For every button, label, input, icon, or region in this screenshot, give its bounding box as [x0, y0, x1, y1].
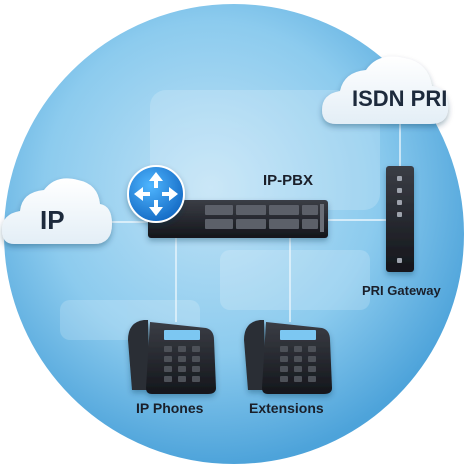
isdn-cloud — [322, 56, 449, 124]
ip-pbx-device — [148, 200, 328, 238]
extensions-label: Extensions — [249, 400, 324, 416]
connector-lines — [98, 122, 401, 322]
desk-phone-icon — [244, 320, 332, 394]
ip-phones-label: IP Phones — [136, 400, 204, 416]
pri-gateway-label: PRI Gateway — [362, 283, 441, 298]
ip-pbx-label: IP-PBX — [263, 172, 314, 189]
background-photo — [60, 90, 380, 340]
pri-gateway-device — [386, 166, 414, 272]
router-icon — [127, 165, 185, 223]
desk-phone-icon — [128, 320, 216, 394]
ip-cloud — [2, 178, 112, 244]
isdn-cloud-label: ISDN PRI — [352, 86, 448, 111]
ip-cloud-label: IP — [40, 205, 65, 235]
